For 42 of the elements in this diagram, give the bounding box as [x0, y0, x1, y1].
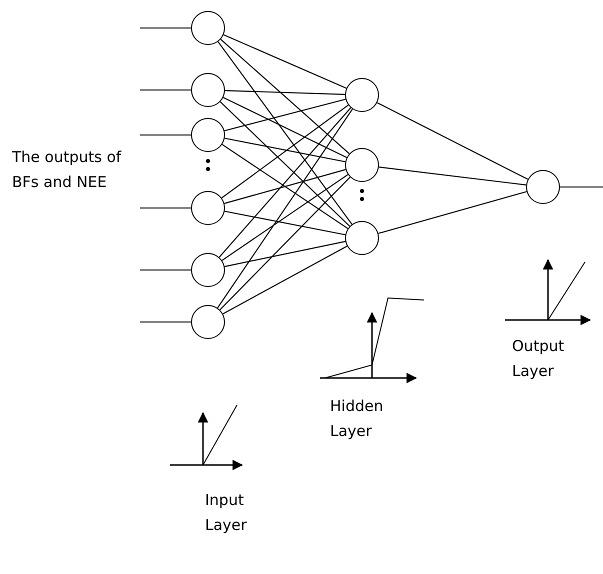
connection-line — [224, 138, 346, 162]
layer-label: Output Layer — [512, 336, 566, 382]
connection-line — [378, 166, 526, 186]
connection-line — [223, 96, 347, 158]
connection-line — [217, 108, 353, 308]
connection-line — [222, 144, 348, 229]
layer-label: Input Layer — [205, 490, 248, 536]
connection-line — [218, 41, 352, 225]
neuron-circle — [191, 305, 225, 339]
connection-line — [140, 89, 191, 91]
connection-line — [221, 104, 349, 198]
neuron-circle — [191, 118, 225, 152]
connection-line — [220, 176, 350, 310]
neuron-circle — [191, 253, 225, 287]
connection-line — [224, 98, 346, 132]
connection-line — [140, 207, 191, 209]
neuron-circle — [191, 73, 225, 107]
connection-line — [140, 27, 191, 29]
connection-line — [224, 169, 346, 204]
connection-line — [222, 246, 348, 314]
neuron-circle — [526, 170, 560, 204]
connection-line — [140, 321, 191, 323]
connection-line — [378, 191, 527, 234]
neuron-circle — [345, 78, 379, 112]
connection-line — [218, 107, 352, 258]
connection-line — [224, 210, 346, 236]
layer-label: Hidden Layer — [330, 396, 384, 442]
connection-line — [223, 34, 347, 89]
connection-line — [560, 186, 603, 188]
neuron-circle — [191, 11, 225, 45]
connection-line — [376, 102, 528, 180]
neuron-circle — [345, 148, 379, 182]
neuron-circle — [191, 191, 225, 225]
connection-line — [220, 101, 350, 227]
connection-line — [222, 174, 348, 261]
connection-line — [140, 269, 191, 271]
connection-line — [220, 38, 350, 154]
input-description: The outputs of BFs and NEE — [12, 147, 122, 193]
connection-line — [140, 134, 191, 136]
connection-line — [224, 90, 346, 95]
neuron-circle — [345, 221, 379, 255]
connection-line — [224, 240, 346, 268]
